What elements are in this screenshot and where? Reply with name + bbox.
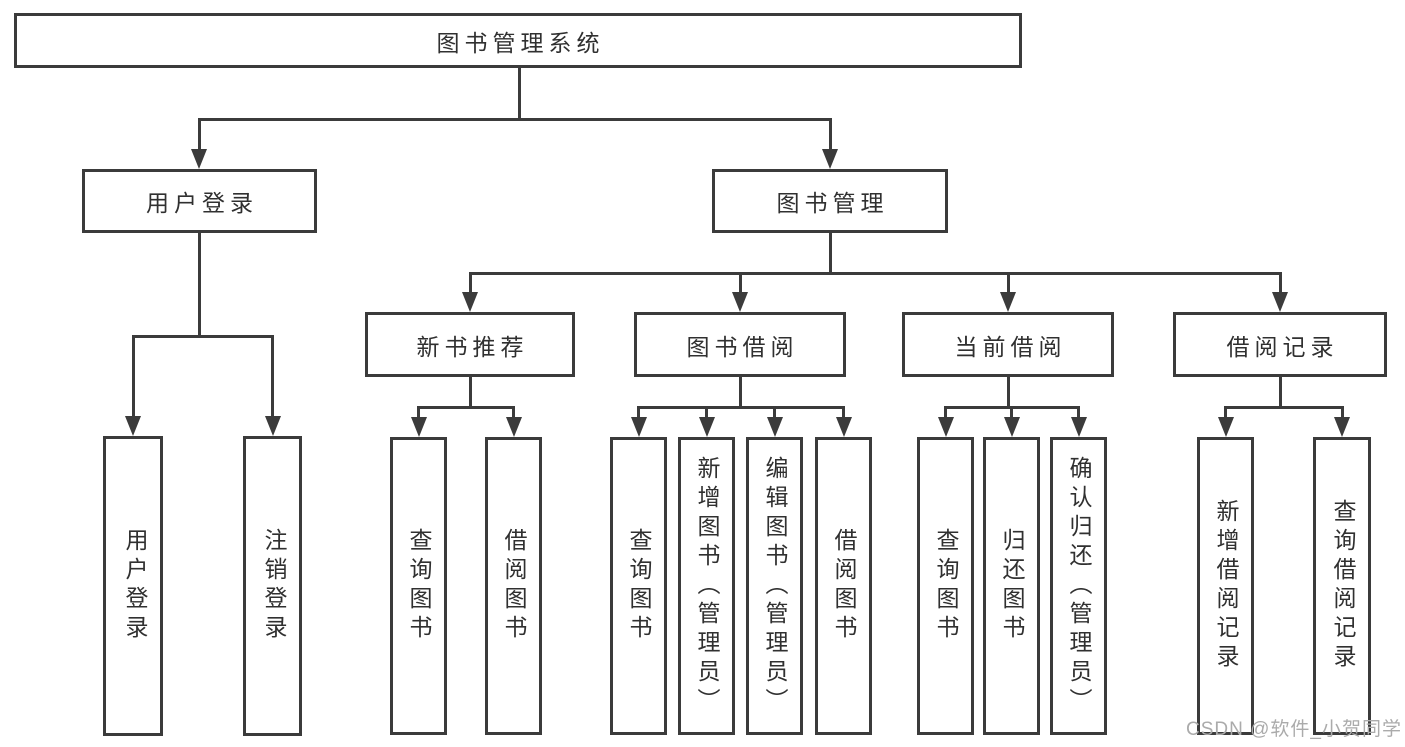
node-new-book-recommendation: 新书推荐 (365, 312, 575, 377)
connector-vline (131, 335, 135, 423)
connector-vline (944, 406, 947, 424)
node-borrowing-query-book: 查询图书 (610, 437, 667, 735)
connector-vline (773, 406, 776, 424)
connector-vline (1077, 406, 1080, 424)
node-recommend-query-book: 查询图书 (390, 437, 447, 735)
connector-vline (517, 67, 521, 121)
arrowhead-down (937, 417, 954, 437)
connector-vline (197, 118, 201, 156)
arrowhead-down (732, 292, 748, 312)
connector-hline (197, 118, 832, 121)
node-current-return-book: 归还图书 (983, 437, 1040, 735)
arrowhead-down (264, 416, 281, 436)
arrowhead-down (410, 417, 427, 437)
arrowhead-down (630, 417, 647, 437)
node-book-management-module: 图书管理 (712, 169, 948, 233)
arrowhead-down (698, 417, 715, 437)
connector-vline (1278, 377, 1282, 409)
connector-vline (417, 406, 420, 424)
connector-hline (1224, 406, 1344, 409)
node-borrowing-edit-book-admin: 编辑图书（管理员） (746, 437, 803, 735)
connector-hline (468, 272, 1282, 275)
arrowhead-down (822, 149, 838, 169)
arrowhead-down (462, 292, 478, 312)
connector-vline (828, 233, 832, 275)
connector-vline (468, 272, 472, 299)
arrowhead-down (1217, 417, 1234, 437)
node-user-login-module: 用户登录 (82, 169, 317, 233)
connector-vline (468, 377, 472, 409)
node-borrowing-records: 借阅记录 (1173, 312, 1387, 377)
connector-hline (417, 406, 515, 409)
arrowhead-down (1334, 417, 1350, 437)
connector-vline (1340, 406, 1344, 424)
node-user-login-leaf: 用户登录 (103, 436, 163, 736)
connector-vline (197, 233, 201, 338)
node-current-query-book: 查询图书 (917, 437, 974, 735)
connector-hline (637, 406, 845, 409)
arrowhead-down (1003, 417, 1020, 437)
node-current-confirm-return-admin: 确认归还（管理员） (1050, 437, 1107, 735)
node-current-borrowing: 当前借阅 (902, 312, 1114, 377)
csdn-watermark: CSDN @软件_小贺同学 (1186, 719, 1402, 740)
arrowhead-down (835, 417, 852, 437)
arrowhead-down (125, 416, 141, 436)
node-book-borrowing: 图书借阅 (634, 312, 846, 377)
arrowhead-down (191, 149, 207, 169)
connector-vline (705, 406, 708, 424)
connector-vline (271, 335, 274, 423)
connector-vline (1010, 406, 1013, 424)
node-borrowing-add-book-admin: 新增图书（管理员） (678, 437, 735, 735)
connector-vline (1224, 406, 1227, 424)
connector-vline (512, 406, 515, 424)
connector-vline (1006, 272, 1010, 299)
node-records-add-record: 新增借阅记录 (1197, 437, 1254, 735)
connector-vline (828, 118, 832, 156)
node-records-query-record: 查询借阅记录 (1313, 437, 1371, 735)
node-recommend-borrow-book: 借阅图书 (485, 437, 542, 735)
arrowhead-down (766, 417, 783, 437)
connector-vline (738, 272, 742, 299)
arrowhead-down (1070, 417, 1087, 437)
connector-hline (131, 335, 274, 338)
connector-vline (738, 377, 742, 409)
connector-vline (1278, 272, 1282, 299)
arrowhead-down (1272, 292, 1288, 312)
arrowhead-down (1000, 292, 1016, 312)
arrowhead-down (505, 417, 522, 437)
node-logout-leaf: 注销登录 (243, 436, 302, 736)
connector-vline (637, 406, 640, 424)
connector-vline (842, 406, 845, 424)
node-library-management-system: 图书管理系统 (14, 13, 1022, 68)
connector-vline (1006, 377, 1010, 409)
node-borrowing-borrow-book: 借阅图书 (815, 437, 872, 735)
